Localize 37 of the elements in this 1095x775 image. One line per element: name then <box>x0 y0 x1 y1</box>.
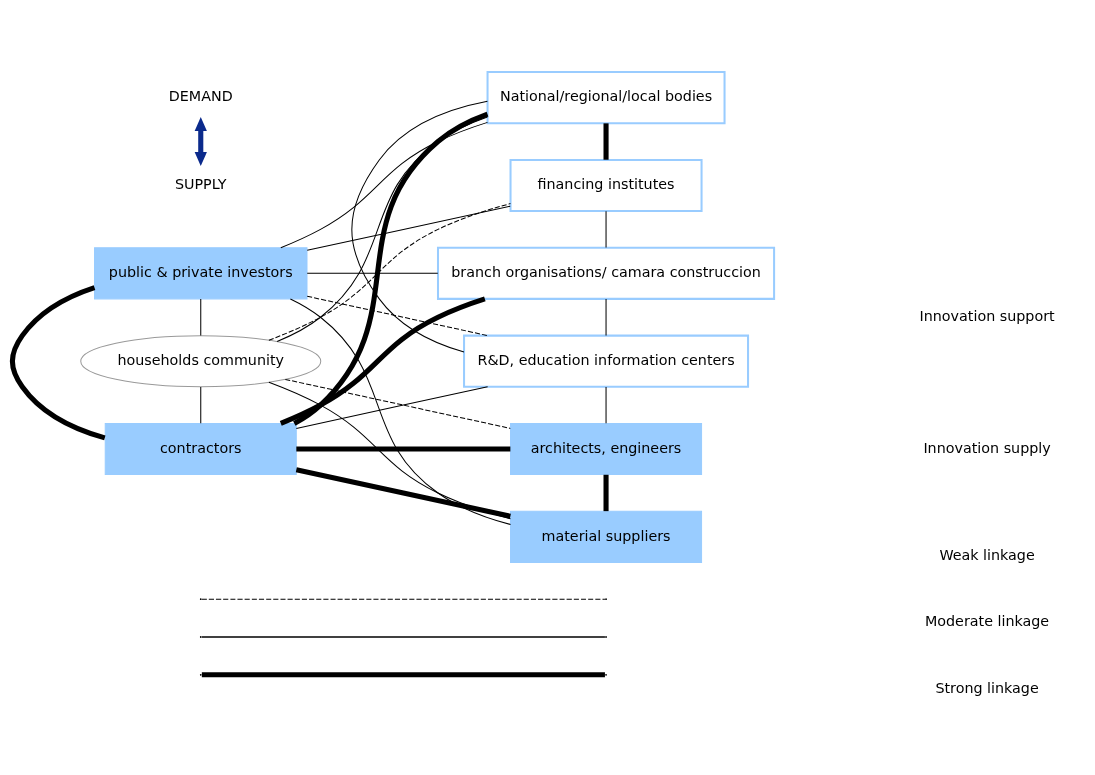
node-box: National/regional/local bodies <box>486 70 726 124</box>
connector <box>289 297 512 525</box>
arrow <box>194 116 207 166</box>
connector <box>351 100 488 353</box>
connector <box>284 378 511 429</box>
connector <box>306 295 489 336</box>
label: Innovation supply <box>923 439 1051 456</box>
node-box: branch organisations/ camara construccion <box>437 246 776 300</box>
connector <box>603 474 609 511</box>
node-ellipse: households community <box>80 334 322 387</box>
node-box: contractors <box>104 422 297 475</box>
connector <box>296 446 511 452</box>
connector <box>295 385 489 429</box>
label: Innovation support <box>919 307 1055 324</box>
node-box: public & private investors <box>94 246 308 299</box>
connector <box>280 121 488 248</box>
connector <box>276 115 488 342</box>
connector <box>306 272 439 274</box>
node-box: material suppliers <box>510 510 703 563</box>
node-text: SUPPLY <box>174 175 227 192</box>
node-box: architects, engineers <box>510 422 703 475</box>
connector <box>306 205 511 251</box>
connector <box>603 122 609 160</box>
node-box: R&D, education information centers <box>463 334 750 388</box>
connector <box>200 385 202 424</box>
node-text: DEMAND <box>168 87 233 104</box>
connector <box>279 296 486 426</box>
connector <box>295 466 511 519</box>
connector <box>268 202 511 341</box>
connector <box>293 111 489 426</box>
legend-label: Moderate linkage <box>924 612 1050 629</box>
connector <box>268 381 511 519</box>
legend-label: Weak linkage <box>939 546 1035 563</box>
legend-label: Strong linkage <box>935 679 1039 696</box>
connector <box>200 298 202 336</box>
node-box: financing institutes <box>509 158 703 212</box>
connector <box>9 284 106 440</box>
